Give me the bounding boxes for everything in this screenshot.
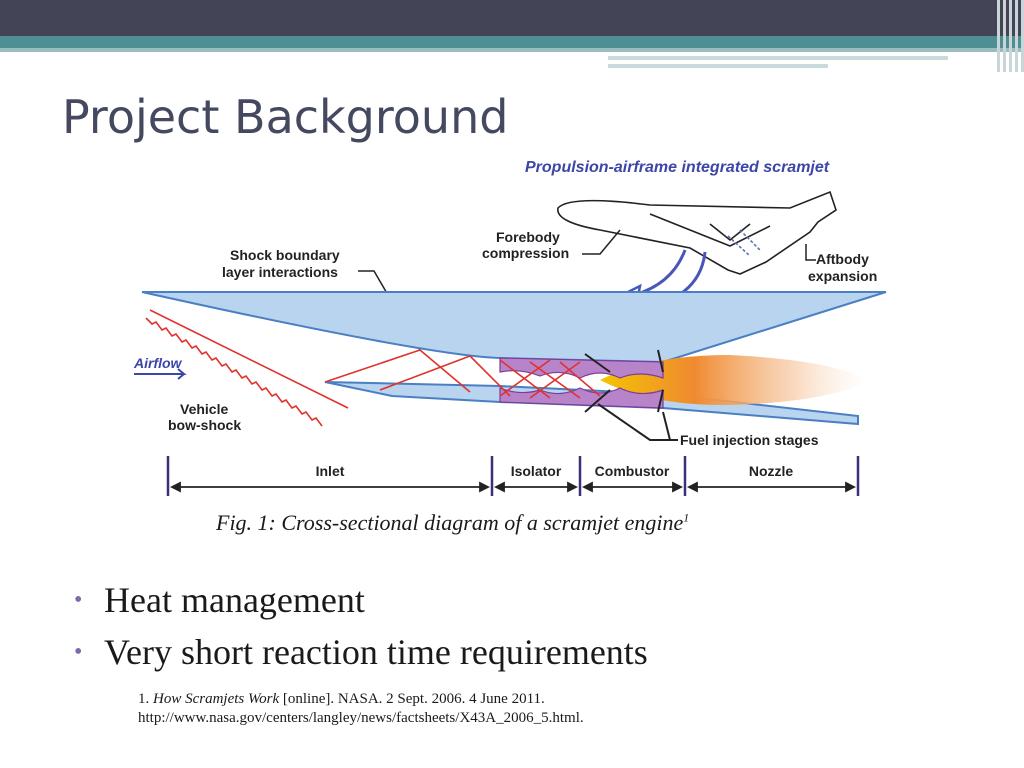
- fuel-injector-lines: [584, 349, 678, 441]
- combustion-zone: [499, 387, 664, 409]
- label-forebody-2: compression: [482, 245, 569, 261]
- top-bar: [0, 0, 1024, 36]
- section-label-inlet: Inlet: [316, 463, 345, 479]
- label-airflow: Airflow: [133, 355, 183, 371]
- bullet-text: Heat management: [104, 580, 365, 620]
- reference-line: 1. How Scramjets Work [online]. NASA. 2 …: [138, 690, 584, 709]
- reference-details: [online]. NASA. 2 Sept. 2006. 4 June 201…: [279, 691, 545, 707]
- caption-footnote-mark: 1: [683, 510, 690, 525]
- reference-title: How Scramjets Work: [153, 691, 280, 707]
- decor-line: [608, 56, 948, 60]
- reference-number: 1.: [138, 691, 150, 707]
- label-aftbody-1: Aftbody: [816, 251, 869, 267]
- label-forebody-1: Forebody: [496, 229, 560, 245]
- upper-wall: [141, 291, 887, 364]
- airflow-arrow-icon: [134, 368, 187, 380]
- reference-url[interactable]: http://www.nasa.gov/centers/langley/news…: [138, 710, 584, 726]
- caption-text: Fig. 1: Cross-sectional diagram of a scr…: [216, 510, 684, 535]
- leader-line: [582, 229, 621, 255]
- bullet-dot-icon: •: [74, 639, 83, 665]
- section-label-nozzle: Nozzle: [749, 463, 794, 479]
- label-fuel: Fuel injection stages: [680, 432, 819, 448]
- label-aftbody-2: expansion: [808, 268, 877, 284]
- section-label-combustor: Combustor: [595, 463, 670, 479]
- diagram-heading: Propulsion-airframe integrated scramjet: [525, 159, 830, 176]
- label-shock-1: Shock boundary: [230, 247, 340, 263]
- reference: 1. How Scramjets Work [online]. NASA. 2 …: [138, 690, 584, 728]
- bullet-item: • Very short reaction time requirements: [74, 626, 648, 678]
- aircraft-icon: [557, 190, 837, 275]
- section-ruler: [166, 456, 860, 496]
- section-label-isolator: Isolator: [511, 463, 562, 479]
- decor-stripes: [990, 0, 1024, 72]
- flame-plume: [600, 355, 870, 406]
- label-vehicle-2: bow-shock: [168, 417, 241, 433]
- figure-caption: Fig. 1: Cross-sectional diagram of a scr…: [216, 510, 689, 536]
- label-vehicle-1: Vehicle: [180, 401, 228, 417]
- decor-line: [608, 64, 828, 68]
- bullet-list: • Heat management • Very short reaction ti…: [74, 574, 648, 678]
- section-arrows: [169, 481, 857, 493]
- shock-lines: [145, 309, 601, 427]
- bullet-text: Very short reaction time requirements: [104, 632, 648, 672]
- bullet-dot-icon: •: [74, 587, 83, 613]
- light-band: [0, 48, 1024, 52]
- leader-line: [805, 244, 816, 261]
- scramjet-diagram: Propulsion-airframe integrated scramjet …: [133, 159, 887, 496]
- teal-band: [0, 36, 1024, 48]
- slide-title: Project Background: [62, 90, 509, 144]
- label-shock-2: layer interactions: [222, 264, 338, 280]
- bullet-item: • Heat management: [74, 574, 648, 626]
